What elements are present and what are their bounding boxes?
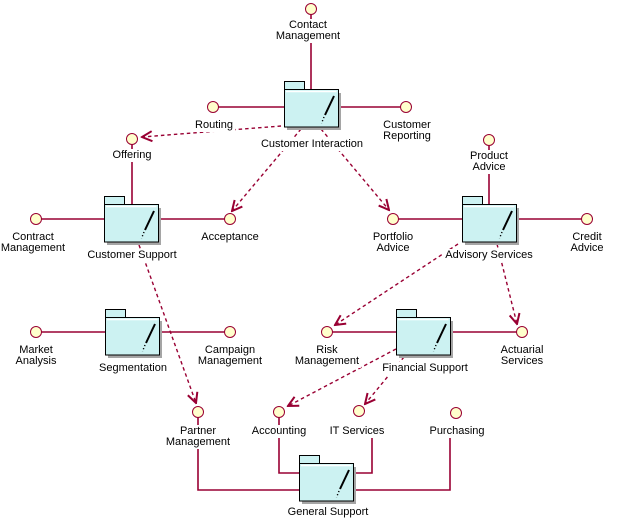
interface-offering[interactable] — [126, 133, 138, 145]
package-customer-interaction[interactable] — [284, 81, 342, 131]
interface-it-services[interactable] — [353, 405, 365, 417]
interface-customer-reporting[interactable] — [400, 101, 412, 113]
package-icon — [462, 196, 519, 245]
interface-acceptance[interactable] — [224, 213, 236, 225]
package-label-customer-support: Customer Support — [85, 249, 179, 262]
interface-portfolio-advice[interactable] — [387, 213, 399, 225]
dependency-customer-interaction-portfolio-advice[interactable] — [320, 128, 389, 210]
interface-campaign-management[interactable] — [224, 326, 236, 338]
interface-label-market-analysis: Market Analysis — [13, 344, 59, 368]
package-label-general-support: General Support — [285, 506, 371, 519]
package-label-financial-support: Financial Support — [380, 362, 470, 375]
dependency-customer-interaction-acceptance[interactable] — [232, 128, 302, 211]
interface-label-actuarial-services: Actuarial Services — [498, 344, 546, 368]
interface-label-contact-management: Contact Management — [273, 19, 343, 43]
interface-label-credit-advice: Credit Advice — [568, 231, 606, 255]
interface-label-accounting: Accounting — [249, 425, 309, 438]
interface-partner-management[interactable] — [192, 406, 204, 418]
dependency-customer-support-partner-management[interactable] — [138, 244, 196, 403]
interface-purchasing[interactable] — [450, 407, 462, 419]
package-icon — [284, 81, 341, 130]
package-segmentation[interactable] — [105, 309, 163, 359]
interface-label-partner-management: Partner Management — [163, 425, 233, 449]
interface-contract-management[interactable] — [30, 213, 42, 225]
dependency-advisory-services-risk-management[interactable] — [335, 243, 459, 325]
interface-label-routing: Routing — [193, 119, 235, 132]
interface-label-campaign-management: Campaign Management — [195, 344, 265, 368]
package-label-segmentation: Segmentation — [97, 362, 169, 375]
package-advisory-services[interactable] — [462, 196, 520, 246]
interface-label-customer-reporting: Customer Reporting — [381, 119, 433, 143]
package-icon — [299, 455, 356, 504]
interface-actuarial-services[interactable] — [516, 326, 528, 338]
package-icon — [396, 309, 453, 358]
interface-label-purchasing: Purchasing — [427, 425, 487, 438]
interface-product-advice[interactable] — [483, 134, 495, 146]
interface-contact-management[interactable] — [305, 3, 317, 15]
interface-label-it-services: IT Services — [327, 425, 387, 438]
package-label-advisory-services: Advisory Services — [443, 249, 535, 262]
interface-market-analysis[interactable] — [30, 326, 42, 338]
interface-label-product-advice: Product Advice — [468, 150, 510, 174]
package-icon — [105, 309, 162, 358]
interface-risk-management[interactable] — [321, 326, 333, 338]
association-purchasing[interactable] — [348, 438, 451, 491]
interface-credit-advice[interactable] — [581, 213, 593, 225]
package-financial-support[interactable] — [396, 309, 454, 359]
interface-label-contract-management: Contract Management — [0, 231, 68, 255]
package-label-customer-interaction: Customer Interaction — [258, 138, 366, 151]
interface-label-risk-management: Risk Management — [292, 344, 362, 368]
package-general-support[interactable] — [299, 455, 357, 505]
package-customer-support[interactable] — [104, 196, 162, 246]
interface-label-portfolio-advice: Portfolio Advice — [370, 231, 416, 255]
interface-label-offering: Offering — [110, 149, 154, 162]
interface-label-acceptance: Acceptance — [199, 231, 261, 244]
interface-accounting[interactable] — [273, 406, 285, 418]
interface-routing[interactable] — [207, 101, 219, 113]
package-icon — [104, 196, 161, 245]
dependency-financial-support-accounting[interactable] — [288, 348, 397, 406]
